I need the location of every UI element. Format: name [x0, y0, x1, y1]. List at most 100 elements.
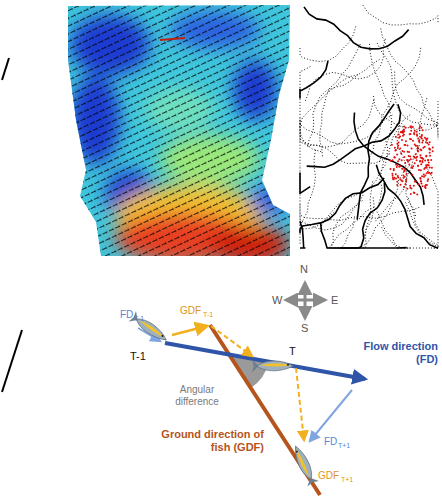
track-point [410, 125, 412, 127]
track-point [392, 175, 394, 177]
track-point [405, 127, 407, 129]
track-point [418, 141, 420, 143]
track-line [300, 118, 390, 163]
track-point [420, 149, 422, 151]
track-point [413, 191, 415, 193]
track-point [406, 173, 408, 175]
track-line [300, 178, 384, 233]
track-point [428, 144, 430, 146]
track-point [429, 148, 431, 150]
edge-line [2, 58, 9, 80]
track-point [391, 173, 393, 175]
track-point [421, 175, 423, 177]
track-point [426, 139, 428, 141]
track-point [430, 173, 432, 175]
track-line [377, 43, 438, 125]
track-point [406, 159, 408, 161]
track-point [392, 159, 394, 161]
track-line [320, 138, 388, 233]
track-point [420, 136, 422, 138]
track-point [404, 162, 406, 164]
track-point [401, 168, 403, 170]
track-point [426, 155, 428, 157]
track-point [432, 150, 434, 152]
track-line [300, 26, 356, 61]
track-point [400, 184, 402, 186]
compass [286, 283, 325, 318]
subscript: T-1 [203, 311, 213, 319]
track-point [403, 186, 405, 188]
track-point [397, 175, 399, 177]
track-point [425, 184, 427, 186]
subscript: T-1 [134, 315, 144, 323]
track-point [417, 165, 419, 167]
track-point [429, 148, 431, 150]
track-point [403, 170, 405, 172]
fish-tracks [300, 5, 438, 248]
track-point [395, 149, 397, 151]
track-line [308, 59, 380, 148]
track-point [403, 156, 405, 158]
track-line [300, 150, 315, 246]
compass-letter: E [331, 294, 338, 307]
track-point [410, 193, 412, 195]
vector-label: FD [120, 309, 133, 321]
track-line [333, 166, 410, 248]
track-point [397, 145, 399, 147]
track-line [331, 201, 362, 248]
track-point [416, 194, 418, 196]
track-point [405, 140, 407, 142]
track-point [422, 139, 424, 141]
track-point [420, 180, 422, 182]
track-point [403, 168, 405, 170]
track-point [393, 178, 395, 180]
track-point [417, 138, 419, 140]
track-point [402, 129, 404, 131]
track-point [396, 154, 398, 156]
track-point [403, 170, 405, 172]
track-line [368, 48, 420, 159]
track-point [422, 161, 424, 163]
track-point [419, 178, 421, 180]
track-point [421, 182, 423, 184]
track-point [403, 129, 405, 131]
track-point [392, 178, 394, 180]
flow-map [60, 0, 300, 265]
track-point [432, 146, 434, 148]
time-label: T [289, 345, 296, 358]
track-point [421, 129, 423, 131]
track-point [394, 147, 396, 149]
track-point [409, 126, 411, 128]
vector-label: GDF [180, 305, 201, 317]
track-line [382, 227, 438, 248]
track-line [320, 44, 360, 158]
fish-icon [129, 311, 170, 345]
track-point [415, 180, 417, 182]
track-point [420, 127, 422, 129]
track-point [414, 180, 416, 182]
gdf-arrow [172, 326, 207, 335]
track-point [399, 147, 401, 149]
track-point [407, 159, 409, 161]
track-point [402, 135, 404, 137]
track-point [414, 130, 416, 132]
vector-label: GDF [318, 470, 339, 482]
track-point [398, 133, 400, 135]
fd-arrow [310, 390, 352, 441]
track-point [398, 141, 400, 143]
track-point [416, 148, 418, 150]
track-point [424, 186, 426, 188]
series-label: Flow direction (FD) [352, 340, 438, 365]
track-point [397, 147, 399, 149]
track-point [417, 150, 419, 152]
fish-icon [290, 443, 319, 486]
track-point [427, 159, 429, 161]
track-point [429, 155, 431, 157]
track-point [412, 165, 414, 167]
track-point [419, 148, 421, 150]
vector-label: FD [324, 436, 337, 448]
track-point [408, 163, 410, 165]
track-point [395, 136, 397, 138]
track-point [415, 145, 417, 147]
